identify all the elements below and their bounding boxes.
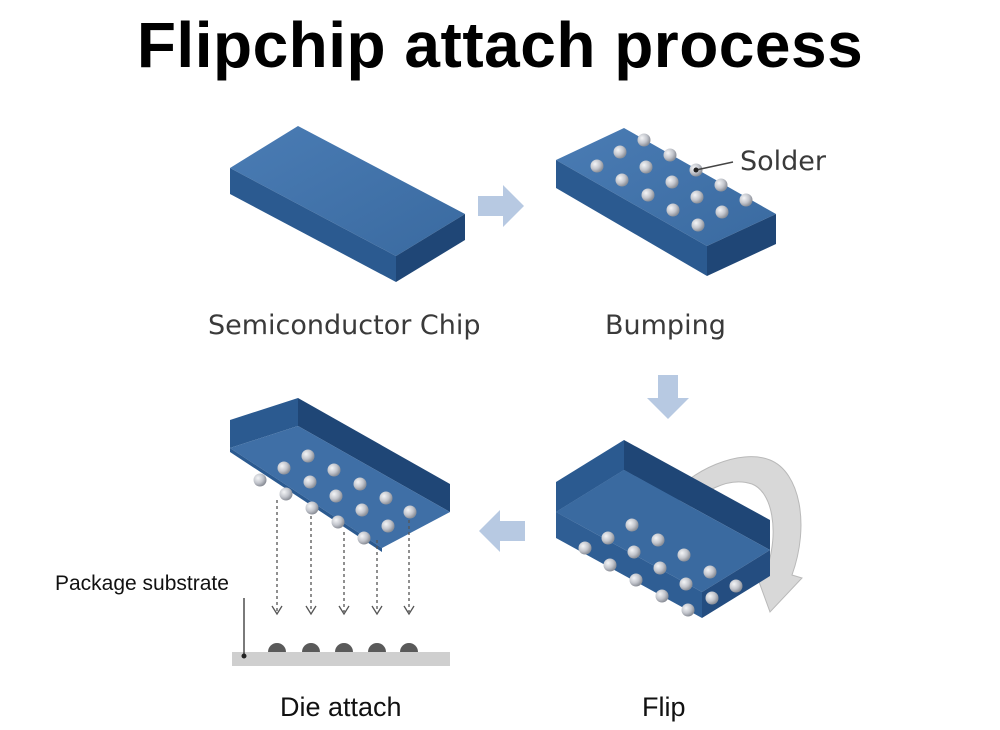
page-title: Flipchip attach process <box>136 9 864 81</box>
solder-leader-dot <box>693 167 699 173</box>
package-substrate-bar <box>232 652 450 666</box>
die-attach-label: Die attach <box>280 692 402 722</box>
package-substrate-label: Package substrate <box>55 572 229 595</box>
flip-label: Flip <box>642 692 686 722</box>
drop-lines <box>276 500 410 612</box>
solder-leader-line <box>695 161 734 171</box>
block-arrow-icon <box>479 510 525 552</box>
block-arrow-icon <box>647 375 689 419</box>
block-arrow-icon <box>478 185 524 227</box>
substrate-bumps <box>268 643 418 652</box>
semiconductor-chip <box>230 126 465 282</box>
substrate-leader-dot <box>241 653 247 659</box>
bumping-label: Bumping <box>605 310 726 341</box>
solder-label: Solder <box>740 146 827 177</box>
solder-balls-top <box>590 133 753 232</box>
semiconductor-chip-label: Semiconductor Chip <box>208 310 481 341</box>
solder-balls-attach <box>253 449 417 545</box>
solder-balls-flip <box>578 518 743 617</box>
attached-chip <box>230 398 450 552</box>
drop-arrowheads <box>271 605 415 616</box>
